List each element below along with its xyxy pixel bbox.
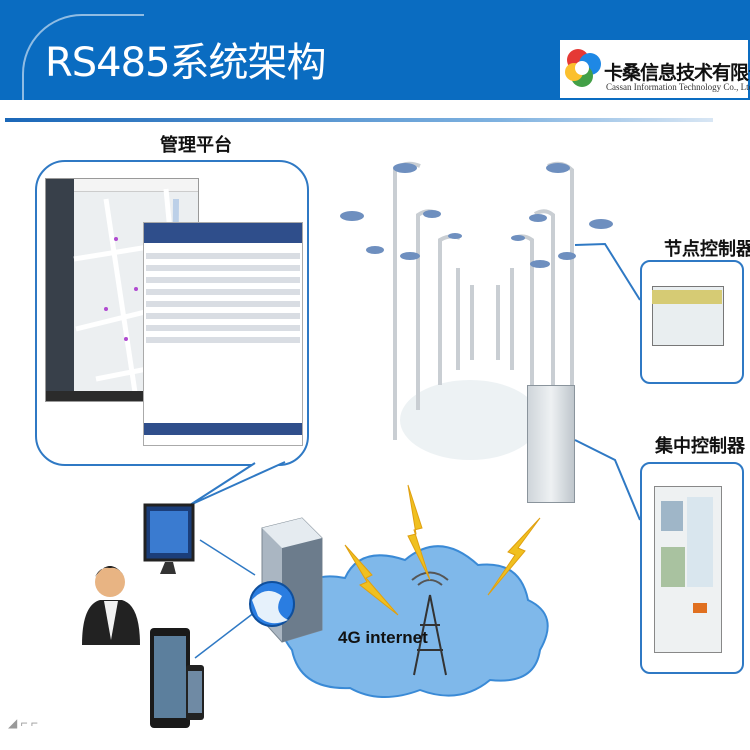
table-rows [144, 253, 302, 435]
network-label: 4G internet [338, 628, 428, 647]
table-screenshot [143, 222, 303, 446]
concentrator-device [654, 486, 722, 653]
control-cabinet-icon [527, 385, 575, 503]
page-title: RS485系统架构 [45, 40, 327, 86]
company-logo-icon [565, 49, 601, 87]
company-name-cn: 卡桑信息技术有限公司 [604, 62, 750, 84]
node-controller-nameplate [652, 290, 722, 304]
header-divider [5, 118, 713, 122]
company-name-en: Cassan Information Technology Co., Ltd [606, 82, 750, 92]
map-toolbar [74, 179, 198, 192]
lightning-icon [344, 484, 541, 616]
concentrator-internals [661, 497, 713, 613]
concentrator-label: 集中控制器 [655, 436, 745, 457]
page-corner-mark: ◢ ⌐ ⌐ [8, 716, 38, 730]
platform-label: 管理平台 [160, 135, 232, 156]
map-sidebar [46, 179, 74, 401]
node-controller-label: 节点控制器 [664, 239, 750, 260]
table-header-row [144, 223, 302, 243]
globe-icon [249, 581, 295, 627]
server-icon [261, 517, 323, 643]
company-logo [560, 40, 748, 98]
cell-tower-icon [411, 571, 449, 676]
